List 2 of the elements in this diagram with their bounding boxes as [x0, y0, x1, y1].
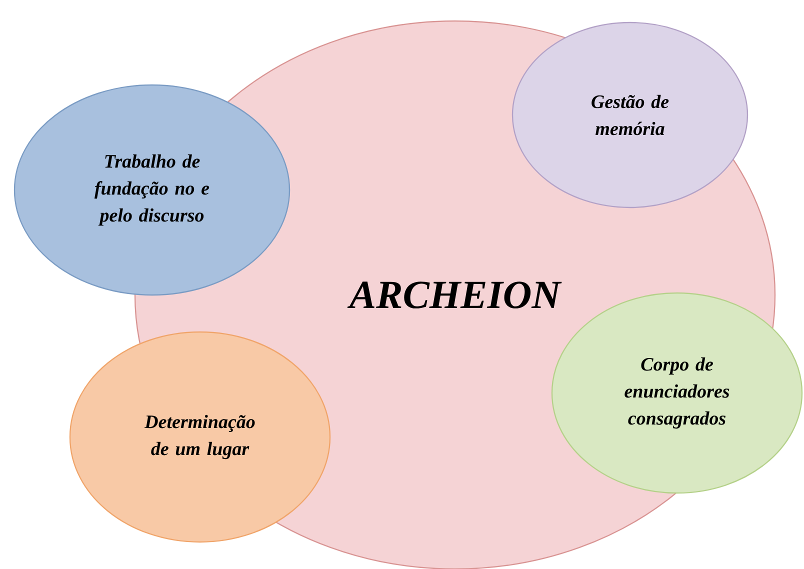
- ellipse-bubble: Trabalho de fundação no e pelo discurso: [14, 84, 290, 296]
- ellipse-bubble: Determinação de um lugar: [69, 331, 331, 543]
